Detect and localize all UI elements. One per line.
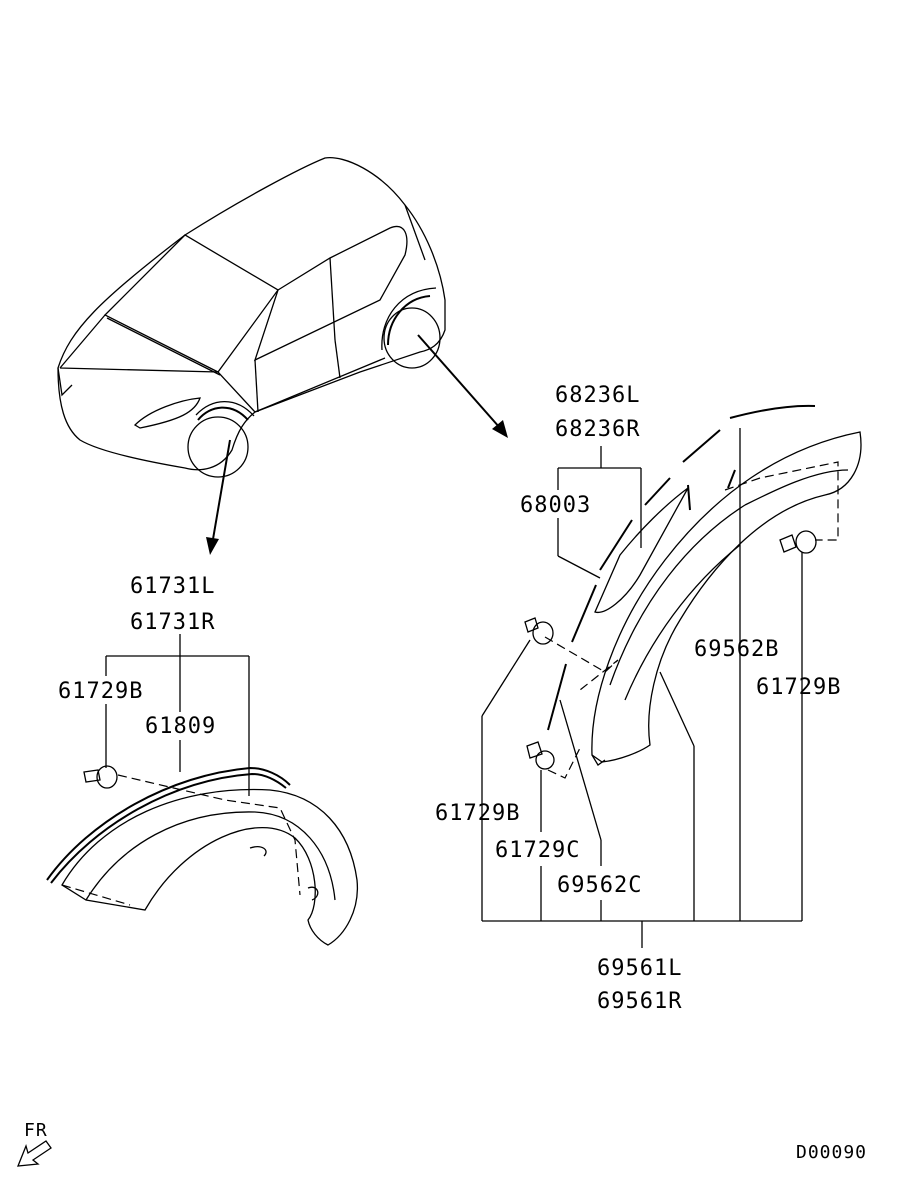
front-clip-icon: [83, 765, 118, 789]
arrow-front: [206, 439, 231, 555]
fr-arrow-icon: [16, 1140, 52, 1167]
rear-flare-assembly: [524, 404, 862, 779]
car-illustration: [57, 157, 446, 478]
rear-leader-lines: [481, 428, 803, 948]
label-rear-molding-c: 69562C: [557, 873, 642, 898]
label-front-strip: 61809: [145, 714, 216, 739]
label-rear-clip-right: 61729B: [756, 675, 841, 700]
rear-clip-right-icon: [779, 530, 817, 554]
label-rear-molding-b: 69562B: [694, 637, 779, 662]
label-rear-flare-r: 69561R: [597, 989, 682, 1014]
rear-clip-upper-icon: [524, 617, 554, 645]
front-direction-marker: FR: [16, 1120, 52, 1167]
front-leader-lines: [105, 634, 250, 796]
arrow-rear: [417, 334, 508, 438]
fr-label: FR: [24, 1120, 48, 1141]
label-front-clip: 61729B: [58, 679, 143, 704]
label-rear-clip-left: 61729B: [435, 801, 520, 826]
diagram-code: D00090: [796, 1142, 867, 1163]
label-front-flare-l: 61731L: [130, 574, 215, 599]
label-rear-clip-c: 61729C: [495, 838, 580, 863]
rear-clip-c-icon: [526, 741, 555, 770]
label-rear-molding-r: 68236R: [555, 417, 640, 442]
label-front-flare-r: 61731R: [130, 610, 215, 635]
label-rear-flare-l: 69561L: [597, 956, 682, 981]
front-flare-assembly: [46, 765, 359, 946]
label-rear-tape: 68003: [520, 493, 591, 518]
label-rear-molding-l: 68236L: [555, 383, 640, 408]
